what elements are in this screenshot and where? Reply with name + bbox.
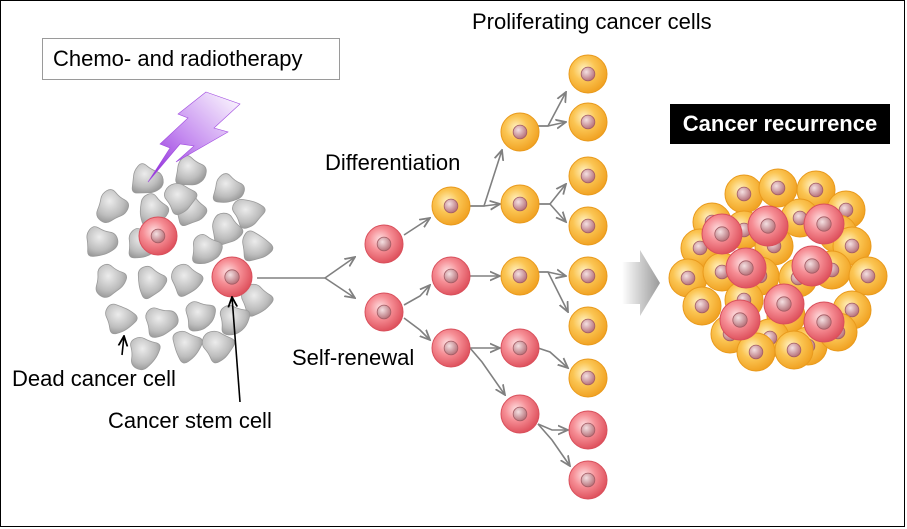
lightning-bolt-icon [147,91,241,183]
dead-cell [201,330,236,364]
dead-cell-label: Dead cancer cell [12,366,176,391]
differentiated-cell [568,54,608,94]
stem-cell [725,247,767,289]
stem-cell [568,460,608,500]
recurrence-label: Cancer recurrence [670,104,890,144]
stem-cell [791,245,833,287]
stem-cell [701,213,743,255]
differentiated-cell [736,332,776,372]
dead-cell [232,198,266,229]
differentiated-cell [682,286,722,326]
dead-cell [212,212,244,246]
dead-cell [192,233,223,265]
recurrence-cluster [668,168,888,372]
lineage-cells [364,54,608,500]
stem-cell [803,203,845,245]
dead-cell [96,189,129,223]
differentiated-cell [568,102,608,142]
dead-cell [171,263,204,297]
stem-cell [719,299,761,341]
dead-cell [212,173,245,203]
stem-cell [364,224,404,264]
therapy-label: Chemo- and radiotherapy [42,38,340,80]
differentiated-cell [568,306,608,346]
stem-cell [500,394,540,434]
right-arrow-icon [622,250,660,316]
differentiated-cell [724,174,764,214]
stem-cell [364,292,404,332]
differentiated-cell [848,256,888,296]
dead-cell [131,163,164,194]
differentiated-cell [568,358,608,398]
self-renewal-label: Self-renewal [292,345,415,370]
differentiated-cell [568,256,608,296]
proliferating-label: Proliferating cancer cells [472,9,712,34]
stem-cell [568,410,608,450]
differentiated-cell [774,330,814,370]
differentiated-cell [500,112,540,152]
dead-cell [242,230,274,262]
differentiation-label: Differentiation [325,150,461,175]
dead-cell [130,336,161,371]
cluster-stem-cell-highlighted [211,256,253,298]
dead-cell-cluster [86,155,274,371]
differentiated-cell [500,184,540,224]
differentiated-cell [500,256,540,296]
dead-cell [241,283,274,317]
dead-cell [164,183,198,215]
stem-cell-label: Cancer stem cell [108,408,272,433]
differentiated-cell [758,168,798,208]
stem-cell [803,301,845,343]
differentiated-cell [431,186,471,226]
dead-cell-pointer [122,336,124,356]
stem-cell [747,205,789,247]
dead-cell [145,307,179,338]
dead-cell [172,330,203,364]
dead-cell [86,226,119,257]
lineage-arrows [403,92,570,466]
stem-cell [431,328,471,368]
branch-connector [257,257,355,298]
dead-cell [95,263,127,298]
cluster-stem-cell [138,216,178,256]
stem-cell [431,256,471,296]
stem-cell-pointer [232,297,241,403]
dead-cell [185,301,216,332]
dead-cell [137,265,168,300]
differentiated-cell [568,156,608,196]
dead-cell [105,303,138,335]
dead-cell [175,155,207,186]
differentiated-cell [568,206,608,246]
stem-cell [500,328,540,368]
stem-cell [763,283,805,325]
